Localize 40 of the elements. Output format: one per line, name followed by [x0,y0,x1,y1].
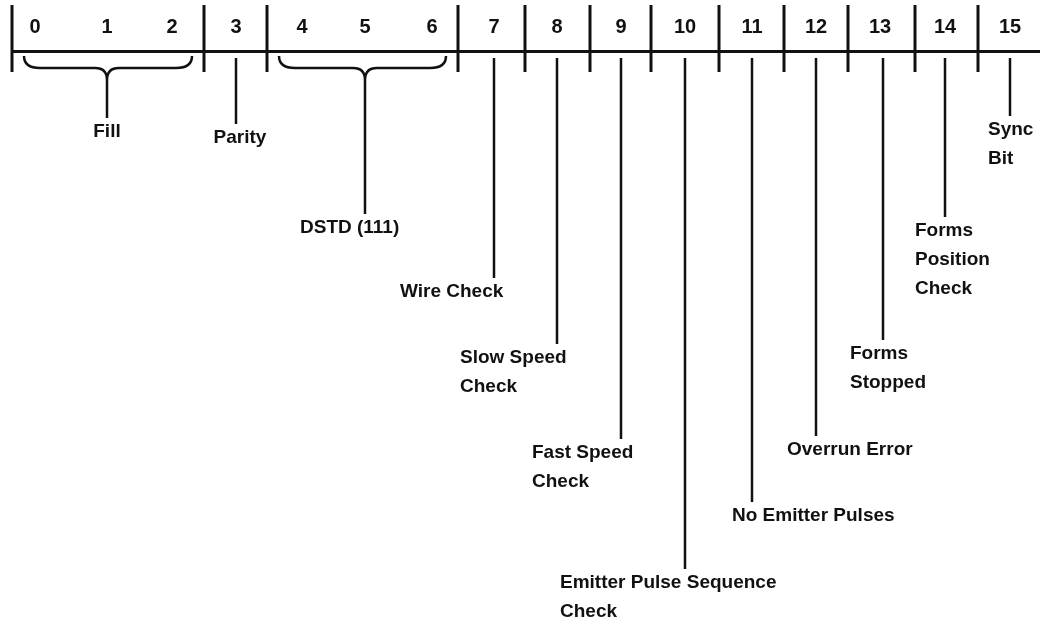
leader-line [492,58,496,278]
leader-line [814,58,818,436]
field-label: DSTD (111) [300,212,400,241]
bit-number: 12 [804,14,828,38]
field-label: Fill [82,116,132,145]
field-label: Forms Position Check [915,215,1010,302]
bit-number: 6 [426,14,438,38]
bit-number: 15 [998,14,1022,38]
field-label: Emitter Pulse Sequence Check [560,567,810,625]
bit-number: 13 [868,14,892,38]
bit-number: 8 [551,14,563,38]
brace-leader [277,54,448,216]
leader-line [683,58,687,569]
bit-number: 5 [359,14,371,38]
leader-line [881,58,885,340]
bit-number: 0 [29,14,41,38]
bit-number: 10 [673,14,697,38]
bit-number: 2 [166,14,178,38]
bit-number: 9 [615,14,627,38]
field-label: Fast Speed Check [532,437,652,495]
bit-number: 3 [230,14,242,38]
bit-number: 7 [488,14,500,38]
leader-line [750,58,754,502]
bit-number: 4 [296,14,308,38]
field-label: Parity [205,122,275,151]
bit-number: 1 [101,14,113,38]
field-label: Overrun Error [787,434,913,463]
field-label: Forms Stopped [850,338,945,396]
brace-leader [22,54,194,120]
field-label: Sync Bit [988,114,1038,172]
field-label: Slow Speed Check [460,342,585,400]
bit-number: 14 [933,14,957,38]
bit-number: 11 [741,14,763,38]
field-label: No Emitter Pulses [732,500,895,529]
leader-line [943,58,947,217]
field-label: Wire Check [400,276,504,305]
leader-line [555,58,559,344]
leader-line [1008,58,1012,116]
leader-line [619,58,623,439]
leader-line [234,58,238,124]
